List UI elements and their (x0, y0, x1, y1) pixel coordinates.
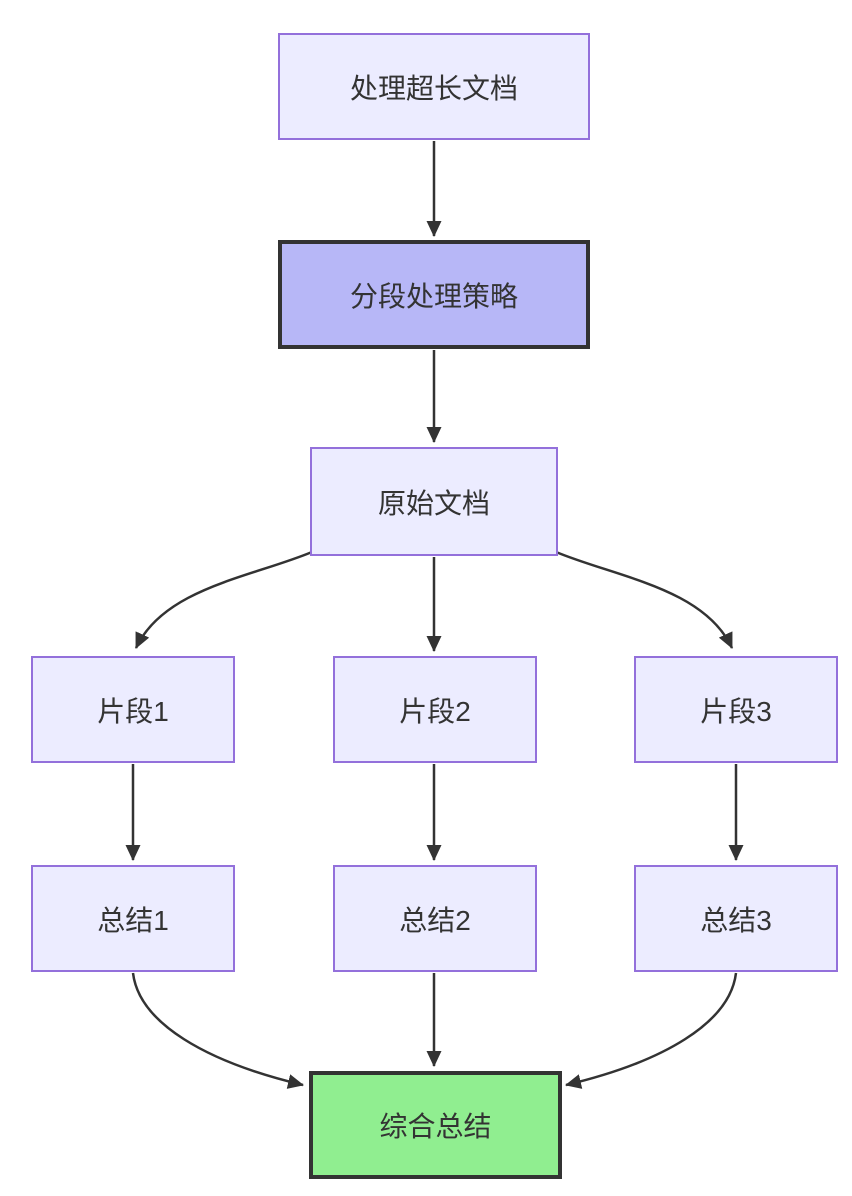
node-summary-3: 总结3 (634, 865, 838, 972)
node-combined-summary: 综合总结 (309, 1071, 562, 1179)
node-label: 片段2 (399, 695, 471, 727)
node-label: 片段1 (97, 695, 169, 727)
node-segmentation-strategy: 分段处理策略 (278, 240, 590, 349)
edge-e1-f (131, 972, 304, 1089)
node-label: 处理超长文档 (349, 72, 518, 104)
node-label: 总结2 (399, 904, 471, 936)
node-fragment-2: 片段2 (333, 656, 537, 763)
node-label: 总结3 (700, 904, 772, 936)
node-fragment-1: 片段1 (31, 656, 235, 763)
node-label: 综合总结 (379, 1111, 492, 1142)
edge-c-d1 (134, 550, 313, 649)
node-original-document: 原始文档 (310, 447, 558, 556)
node-summary-1: 总结1 (31, 865, 235, 972)
node-fragment-3: 片段3 (634, 656, 838, 763)
node-label: 总结1 (97, 904, 169, 936)
edge-e3-f (565, 972, 738, 1089)
node-label: 片段3 (700, 695, 772, 727)
node-handle-long-document: 处理超长文档 (278, 33, 590, 140)
node-summary-2: 总结2 (333, 865, 537, 972)
node-label: 原始文档 (377, 487, 490, 519)
edge-c-d3 (555, 550, 734, 649)
node-label: 分段处理策略 (349, 280, 518, 312)
